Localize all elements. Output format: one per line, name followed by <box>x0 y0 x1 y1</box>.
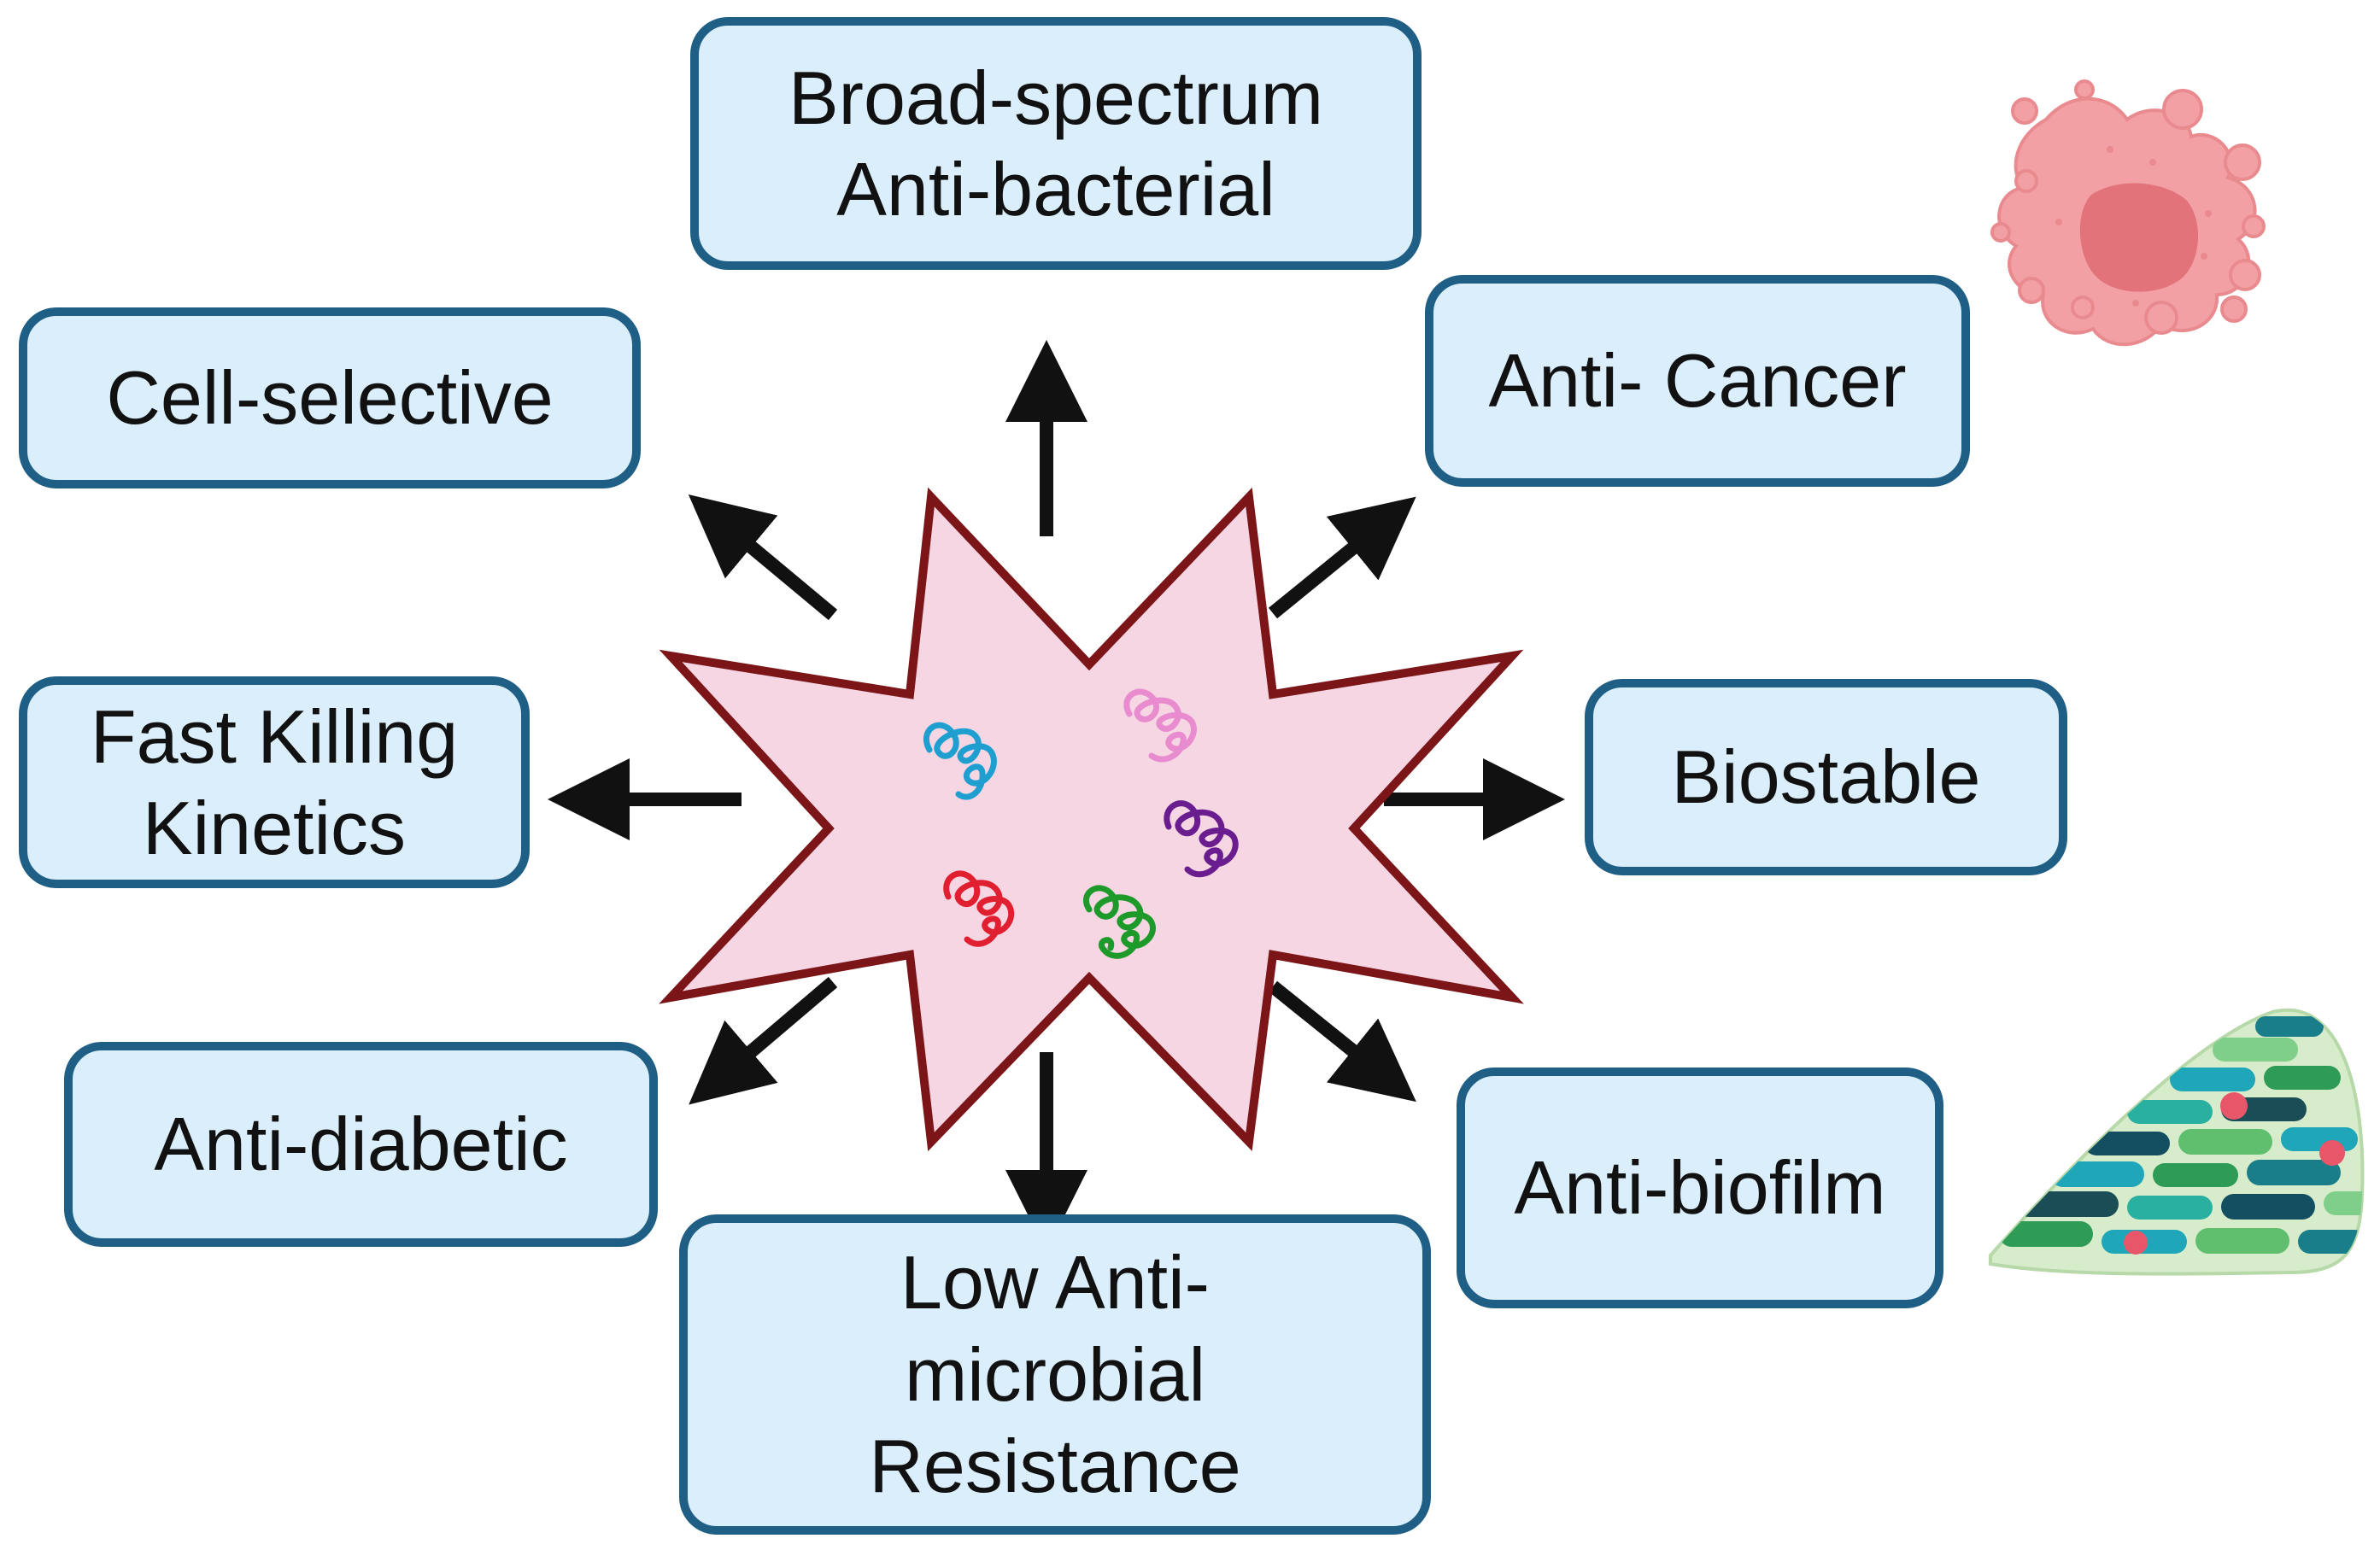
arrow-to-anti-biofilm <box>1268 980 1416 1103</box>
arrow-to-anti-diabetic <box>689 976 838 1105</box>
box-low-amr-label: Low Anti- microbial Resistance <box>869 1240 1241 1509</box>
peptide-squiggle-pink <box>1123 688 1197 763</box>
arrows <box>548 340 1565 1252</box>
box-biostable-label: Biostable <box>1671 734 1981 820</box>
box-broad-spectrum-antibacterial: Broad-spectrum Anti-bacterial <box>690 17 1422 270</box>
biofilm-icon <box>1989 1008 2365 1276</box>
box-anti-biofilm: Anti-biofilm <box>1457 1068 1943 1308</box>
box-cell-selective-label: Cell-selective <box>106 355 554 441</box>
peptide-squiggle-green <box>1083 885 1156 959</box>
peptide-cluster <box>923 688 1239 959</box>
box-low-antimicrobial-resistance: Low Anti- microbial Resistance <box>679 1214 1431 1535</box>
cancer-cell-icon <box>1990 79 2266 347</box>
box-fast-killing-label: Fast Killing Kinetics <box>90 693 459 870</box>
box-anti-diabetic-label: Anti-diabetic <box>154 1102 568 1187</box>
peptide-squiggle-blue <box>923 722 997 800</box>
box-biostable: Biostable <box>1585 679 2067 875</box>
peptide-squiggle-red <box>943 870 1015 947</box>
box-broad-spectrum-label: Broad-spectrum Anti-bacterial <box>788 55 1323 231</box>
arrow-to-cell-selective <box>688 494 838 621</box>
box-anti-diabetic: Anti-diabetic <box>64 1042 658 1247</box>
box-anti-cancer-label: Anti- Cancer <box>1488 338 1907 424</box>
arrow-to-anti-cancer <box>1268 496 1416 619</box>
central-star-burst <box>659 487 1524 1152</box>
box-fast-killing-kinetics: Fast Killing Kinetics <box>19 676 530 888</box>
box-anti-biofilm-label: Anti-biofilm <box>1514 1145 1886 1231</box>
box-anti-cancer: Anti- Cancer <box>1425 275 1970 487</box>
box-cell-selective: Cell-selective <box>19 307 641 488</box>
peptide-squiggle-purple <box>1164 800 1239 878</box>
